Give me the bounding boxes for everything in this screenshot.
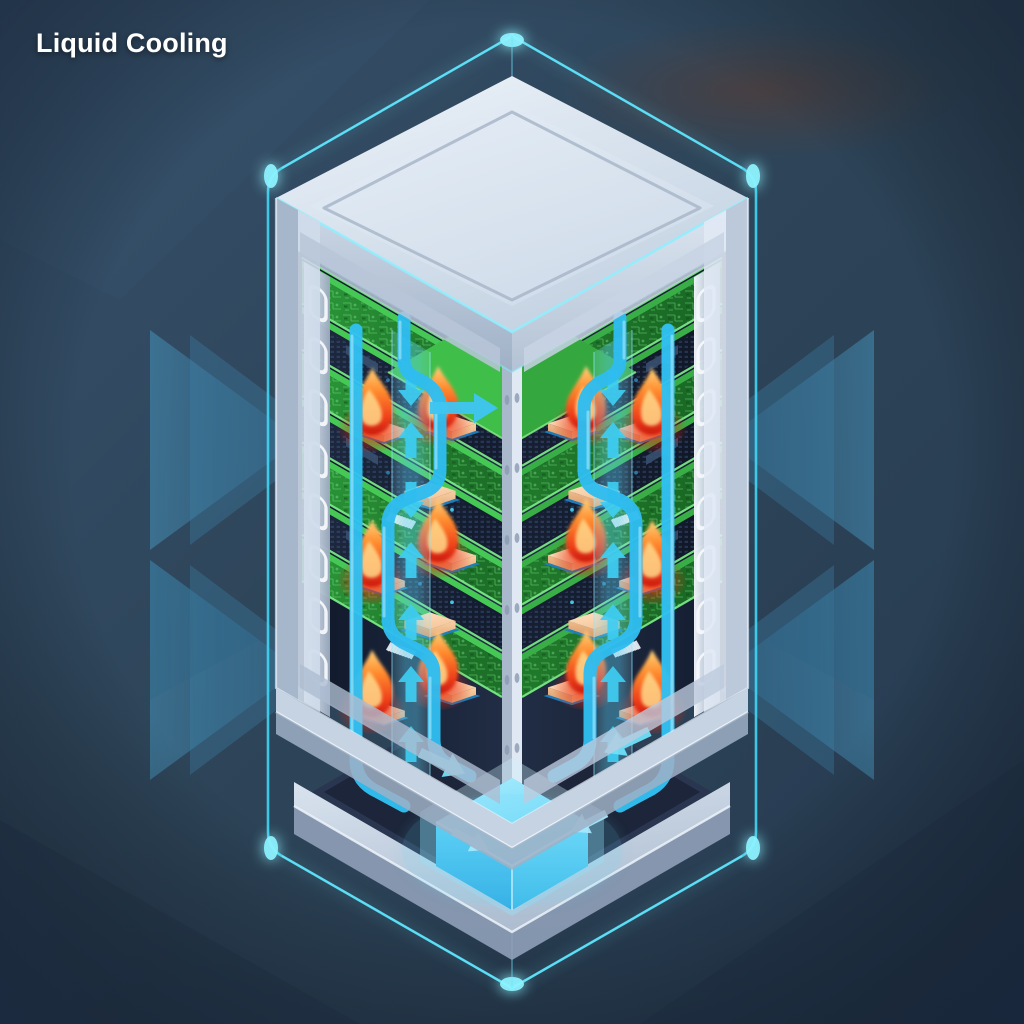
cpu-chip-right xyxy=(430,620,456,638)
flow-arrow-up xyxy=(398,666,424,702)
heat-flame-core xyxy=(360,540,382,578)
blade-led xyxy=(634,378,638,383)
flow-arrow-up xyxy=(600,604,626,640)
chip-pin xyxy=(633,640,641,650)
flow-arrow-down xyxy=(600,370,626,406)
blade-led xyxy=(634,470,638,475)
flow-arrow-up xyxy=(600,542,626,578)
heat-flame-core xyxy=(427,518,448,554)
heat-flame-core xyxy=(640,540,662,578)
rack-top-panel xyxy=(275,76,749,374)
blade-led xyxy=(386,378,390,383)
flow-arrow-up xyxy=(398,422,424,458)
top-panel-rim-glow xyxy=(275,196,749,334)
blade-led xyxy=(450,507,454,512)
flow-arrow-up xyxy=(600,422,626,458)
flow-arrow-up xyxy=(398,542,424,578)
heat-flame-core xyxy=(575,518,596,554)
blade-led xyxy=(570,507,574,512)
frame-vertex-glows xyxy=(264,33,760,991)
page-title: Liquid Cooling xyxy=(36,28,228,58)
top-panel-inset-outline xyxy=(322,110,702,302)
coolant-pipe-right-upper xyxy=(577,375,627,507)
rack-bottom-plate xyxy=(275,688,749,870)
flow-arrow-down xyxy=(398,370,424,406)
coolant-pipe-right-mid xyxy=(599,493,643,657)
blade-led xyxy=(570,600,574,605)
rack-corner-rail-centre xyxy=(502,366,522,808)
coolant-pipe-right-top xyxy=(593,311,627,389)
heat-flame-core xyxy=(360,670,382,708)
coolant-pipe-left-mid xyxy=(381,493,425,657)
heat-flame-core xyxy=(640,670,662,708)
rack-cabinet-frame xyxy=(274,198,750,826)
blade-led xyxy=(450,600,454,605)
blade-led xyxy=(386,470,390,475)
coolant-pipe-highlights xyxy=(350,320,674,758)
coolant-pipe-left-top xyxy=(397,311,431,389)
flow-arrow-up xyxy=(600,666,626,702)
arrow-right-upper xyxy=(430,393,498,423)
flow-arrow-up xyxy=(398,604,424,640)
coolant-pipe-left-upper xyxy=(397,375,447,507)
heat-flame-core xyxy=(360,388,382,426)
heat-flame-core xyxy=(640,388,662,426)
